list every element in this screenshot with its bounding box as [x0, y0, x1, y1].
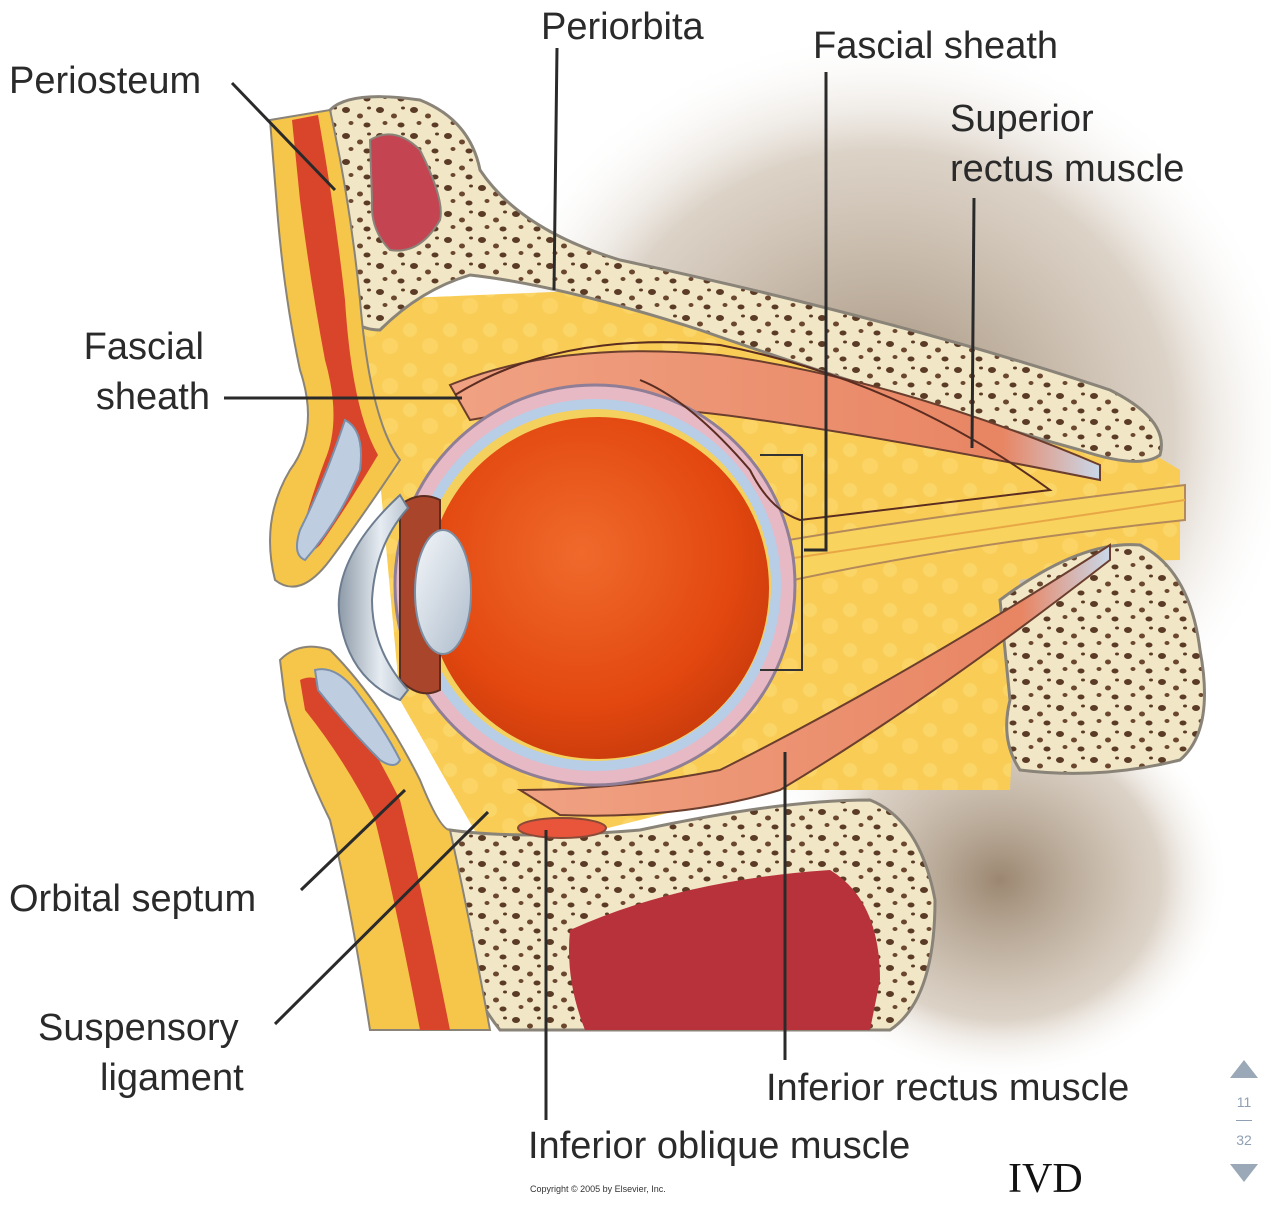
pager-separator: [1236, 1120, 1252, 1121]
label-inferior-oblique: Inferior oblique muscle: [528, 1125, 911, 1167]
label-inferior-rectus: Inferior rectus muscle: [766, 1067, 1130, 1109]
current-slide-number: 11: [1236, 1094, 1252, 1110]
upper-tarsal-plate: [295, 418, 362, 562]
copyright-notice: Copyright © 2005 by Elsevier, Inc.: [530, 1184, 666, 1194]
label-superior-rectus-line2: rectus muscle: [950, 148, 1185, 190]
label-fascial-sheath-left-line1: Fascial: [83, 326, 204, 368]
inferior-rectus: [516, 543, 1111, 817]
total-slide-count: 32: [1236, 1132, 1252, 1148]
label-suspensory-line2: ligament: [100, 1057, 244, 1099]
optic-nerve: [758, 483, 1186, 587]
label-periosteum: Periosteum: [9, 60, 202, 102]
watermark-ivd: IVD: [1008, 1156, 1083, 1202]
slide-pager: 11 32: [1222, 1056, 1266, 1190]
next-slide-arrow-icon[interactable]: [1230, 1164, 1258, 1182]
previous-slide-arrow-icon[interactable]: [1230, 1060, 1258, 1078]
leader-lines: [224, 47, 976, 1120]
cornea: [337, 493, 410, 702]
label-periorbita: Periorbita: [541, 6, 704, 48]
posterior-bone: [998, 543, 1206, 775]
lower-tarsal-plate: [313, 668, 402, 766]
maxillary-sinus: [569, 870, 880, 1030]
label-fascial-sheath-top: Fascial sheath: [813, 25, 1059, 67]
label-suspensory-line1: Suspensory: [38, 1007, 239, 1049]
label-superior-rectus-line1: Superior: [950, 98, 1094, 140]
frontal-sinus: [368, 133, 442, 252]
lower-skin-red: [300, 677, 450, 1030]
superior-bone: [328, 95, 1163, 463]
inset-box: [760, 454, 803, 671]
label-fascial-sheath-left-line2: sheath: [95, 376, 210, 418]
fascial-sheath-line: [454, 341, 1053, 522]
inferior-oblique: [517, 817, 607, 839]
label-orbital-septum: Orbital septum: [9, 878, 257, 920]
vitreous-body: [427, 417, 769, 759]
lens: [414, 529, 472, 655]
